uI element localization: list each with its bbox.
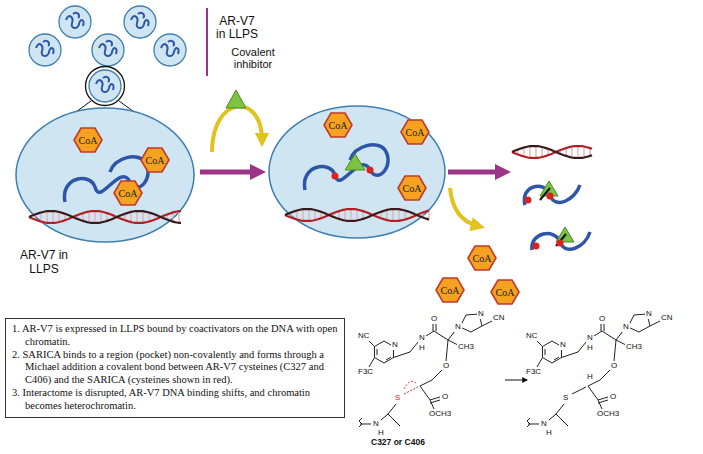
coactivator-hexagon: CoA <box>467 245 497 271</box>
atom-label: O <box>441 393 449 402</box>
atom-label: O <box>609 393 617 402</box>
coactivator-hexagon: CoA <box>400 119 430 145</box>
coactivator-hexagon: CoA <box>435 277 465 303</box>
atom-label: CN <box>492 314 506 323</box>
atom-label: O <box>430 315 438 324</box>
coa-label: CoA <box>406 127 425 138</box>
atom-label: OCH3 <box>596 410 620 419</box>
residue-label: C327 or C406 <box>370 438 426 447</box>
coactivator-hexagon: CoA <box>140 147 170 173</box>
atom-label: N <box>372 420 380 429</box>
droplet-outline <box>15 107 195 243</box>
coa-label: CoA <box>79 135 98 146</box>
atom-label: CH3 <box>625 343 643 352</box>
llps-droplet: AR-V7 in LLPSCoACoACoA <box>15 107 195 243</box>
coactivator-hexagon: CoA <box>113 180 143 206</box>
atom-label: H <box>586 344 594 353</box>
step-note: 3. Interactome is disrupted, AR-V7 DNA b… <box>12 387 338 413</box>
atom-label: F3C <box>525 368 542 377</box>
atom-label: N <box>540 420 548 429</box>
atom-label: OCH3 <box>428 410 452 419</box>
atom-label: O <box>598 315 606 324</box>
coa-label: CoA <box>146 155 165 166</box>
atom-label: S <box>394 394 401 403</box>
droplet-caption: AR-V7 in LLPS <box>19 249 69 277</box>
coa-label: CoA <box>473 253 492 264</box>
atom-label: CN <box>660 314 674 323</box>
atom-label: N <box>418 334 426 343</box>
atom-label: N <box>477 310 485 319</box>
coa-label: CoA <box>403 183 422 194</box>
atom-label: H <box>418 344 426 353</box>
coactivator-hexagon: CoA <box>323 112 353 138</box>
atom-label: H <box>586 373 594 382</box>
atom-label: H <box>545 429 553 438</box>
atom-label: CH3 <box>457 343 475 352</box>
atom-label: N <box>645 310 653 319</box>
atom-label: N <box>454 323 462 332</box>
atom-label: NC <box>357 332 371 341</box>
coactivator-hexagon: CoA <box>397 175 427 201</box>
atom-label: S <box>562 394 569 403</box>
step-note: 1. AR-V7 is expressed in LLPS bound by c… <box>12 323 338 349</box>
coa-label: CoA <box>441 285 460 296</box>
coactivator-hexagon: CoA <box>73 127 103 153</box>
atom-label: N <box>391 341 399 350</box>
atom-label: N <box>586 334 594 343</box>
atom-label: N <box>559 341 567 350</box>
atom-label: F3C <box>357 368 374 377</box>
coa-label: CoA <box>119 188 138 199</box>
coa-label: CoA <box>496 287 515 298</box>
atom-label: O <box>610 362 618 371</box>
atom-label: O <box>442 362 450 371</box>
atom-label: N <box>622 323 630 332</box>
legend-note-box: 1. AR-V7 is expressed in LLPS bound by c… <box>5 318 345 418</box>
coactivator-hexagon: CoA <box>490 279 520 305</box>
figure-label: AR-V7 in LLPS <box>213 15 261 41</box>
atom-label: NC <box>525 332 539 341</box>
step-note: 2. SARICA binds to a region (pocket) non… <box>12 349 338 387</box>
atom-label: H <box>377 429 385 438</box>
figure-label: Covalent inhibitor <box>218 46 288 70</box>
coa-label: CoA <box>329 120 348 131</box>
